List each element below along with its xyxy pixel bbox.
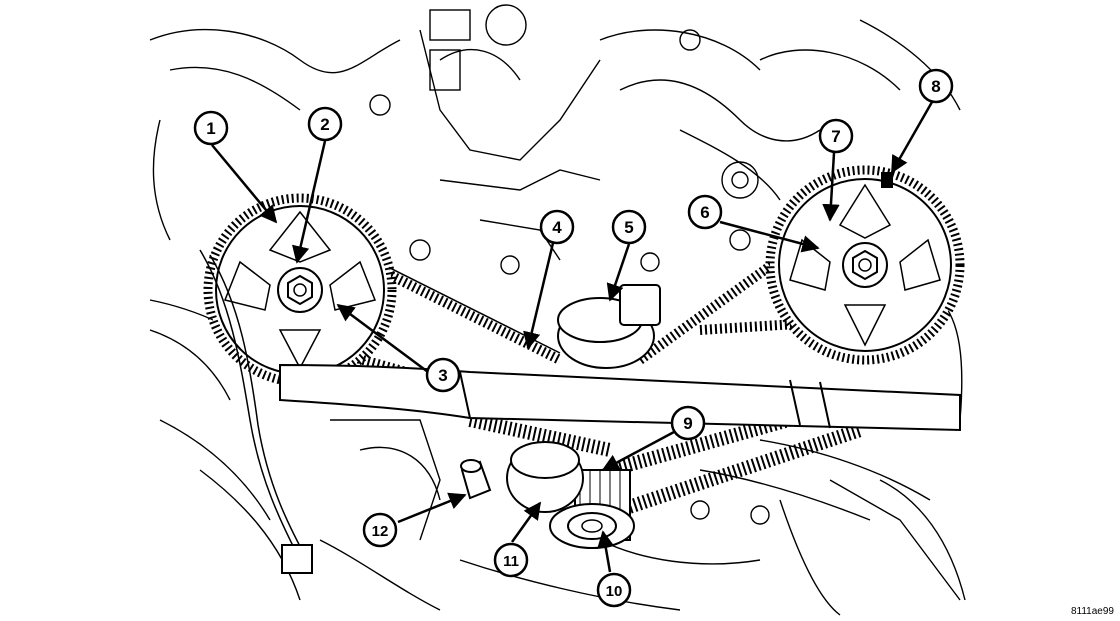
callout-circle [596, 572, 632, 608]
callout-circle [818, 118, 854, 154]
callout-circle [670, 405, 706, 441]
callout-label: 6 [700, 203, 709, 222]
callout-label: 2 [320, 115, 329, 134]
callout-5: 5 [611, 209, 647, 245]
callout-label: 11 [503, 553, 519, 570]
callout-circle [362, 512, 398, 548]
callout-circle [425, 357, 461, 393]
callout-label: 8 [931, 77, 940, 96]
callout-8: 8 [918, 68, 954, 104]
callout-label: 7 [831, 127, 840, 146]
callout-12: 12 [362, 512, 398, 548]
callout-label: 3 [438, 366, 447, 385]
callout-circle [307, 106, 343, 142]
callout-9: 9 [670, 405, 706, 441]
callout-label: 12 [372, 523, 389, 540]
wiring-harness [199, 249, 313, 574]
callout-circle [918, 68, 954, 104]
callout-label: 1 [206, 119, 215, 138]
dowel-fitting [460, 459, 492, 500]
callout-3: 3 [425, 357, 461, 393]
leader-lines [211, 101, 934, 573]
callout-circle [687, 194, 723, 230]
drawing-code: 8111ae99 [1070, 606, 1114, 617]
callout-circle [193, 110, 229, 146]
callout-11: 11 [493, 542, 529, 578]
callout-7: 7 [818, 118, 854, 154]
idler-pulley-upper [557, 284, 661, 369]
callout-2: 2 [307, 106, 343, 142]
callout-label: 10 [606, 583, 623, 600]
callout-circle [611, 209, 647, 245]
tensioner-pulley [506, 441, 584, 513]
callout-label: 4 [552, 218, 562, 237]
callout-label: 5 [624, 218, 633, 237]
callout-circle [493, 542, 529, 578]
left-camshaft-sprocket [203, 193, 397, 387]
callout-10: 10 [596, 572, 632, 608]
callout-circle [539, 209, 575, 245]
callout-label: 9 [683, 414, 692, 433]
callout-1: 1 [193, 110, 229, 146]
callout-6: 6 [687, 194, 723, 230]
right-camshaft-sprocket [765, 165, 965, 365]
callout-4: 4 [539, 209, 575, 245]
